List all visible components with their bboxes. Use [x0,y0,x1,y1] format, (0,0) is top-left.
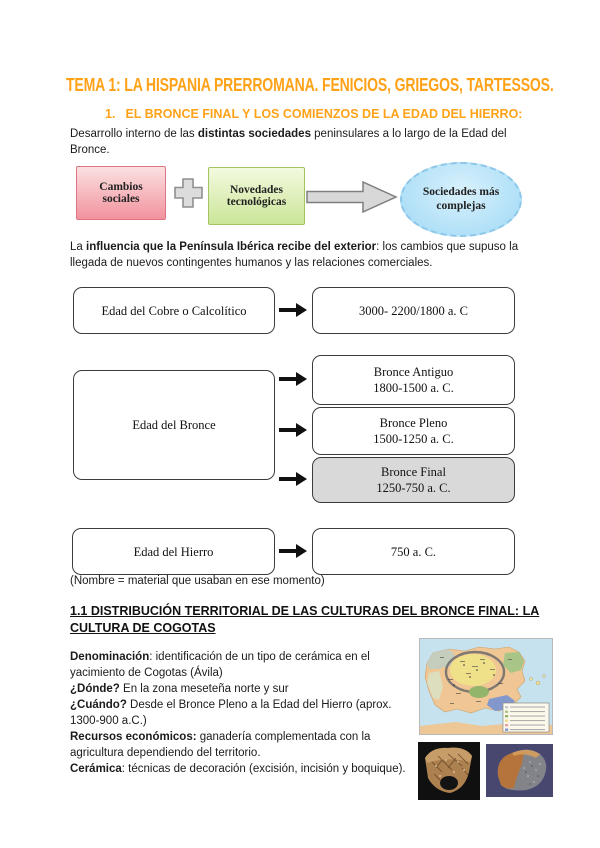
text-line: yacimiento de Cogotas (Ávila) [70,665,450,681]
ellipse-sociedades-complejas: Sociedades más complejas [400,162,522,237]
text-segment: : identificación de un tipo de cerámica … [149,651,370,663]
text-line: Cerámica: técnicas de decoración (excisi… [70,761,450,777]
timeline-box-edad-bronce: Edad del Bronce [73,370,275,480]
text-line: Bronce. [70,143,110,156]
section-heading-text: EL BRONCE FINAL Y LOS COMIENZOS DE LA ED… [125,107,523,121]
ellipse-label: Sociedades más complejas [422,186,500,212]
text-segment: : técnicas de decoración (excisión, inci… [121,763,406,775]
section-1-1-heading: 1.1 DISTRIBUCIÓN TERRITORIAL DE LAS CULT… [70,603,550,637]
box-label: Novedades tecnológicas [226,184,287,208]
phase-dates: 1800-1500 a. C. [373,381,454,395]
bold-label: Recursos económicos: [70,731,197,743]
text-segment: ganadería complementada con la [196,731,371,743]
phase-name: Bronce Final [381,465,446,479]
flow-arrow-icon [279,470,309,488]
text-line: La influencia que la Península Ibérica r… [70,240,518,256]
text-line: Recursos económicos: ganadería complemen… [70,729,450,745]
timeline-box-hierro-dates: 750 a. C. [312,528,515,575]
intro-paragraph: Desarrollo interno de las distintas soci… [70,127,507,158]
text-line: Desarrollo interno de las distintas soci… [70,127,507,143]
timeline-box-bronce-antiguo: Bronce Antiguo 1800-1500 a. C. [312,355,515,405]
flow-arrow-icon [279,370,309,388]
text-segment: agricultura dependiendo del territorio. [70,747,261,759]
text-line: Denominación: identificación de un tipo … [70,649,450,665]
timeline-box-bronce-final: Bronce Final 1250-750 a. C. [312,457,515,503]
phase-dates: 1500-1250 a. C. [373,432,454,446]
flow-arrow-icon [279,421,309,439]
section-number: 1. [105,107,116,121]
text-line: ¿Cuándo? Desde el Bronce Pleno a la Edad… [70,697,450,713]
text-segment: : los cambios que supuso la [376,241,519,253]
timeline-box-edad-hierro: Edad del Hierro [72,528,275,575]
block-arrow-right-icon [306,180,398,214]
bold-text-segment: influencia que la Península Ibérica reci… [86,241,377,253]
timeline-box-cobre-dates: 3000- 2200/1800 a. C [312,287,515,334]
phase-name: Bronce Pleno [379,416,448,430]
bold-label: Cerámica [70,763,122,775]
text-line: 1300-900 a.C.) [70,713,450,729]
bold-label: ¿Dónde? [70,683,120,695]
bold-text-segment: distintas sociedades [197,128,311,140]
bold-label: Denominación [70,651,150,663]
cogotas-description: Denominación: identificación de un tipo … [70,649,450,777]
heading-line: 1.1 DISTRIBUCIÓN TERRITORIAL DE LAS CULT… [70,604,540,618]
heading-line: CULTURA DE COGOTAS [70,621,216,635]
flow-arrow-icon [279,542,309,560]
box-novedades-tecnologicas: Novedades tecnológicas [208,167,305,225]
text-line: llegada de nuevos contingentes humanos y… [70,256,433,269]
text-segment: En la zona meseteña norte y sur [119,683,289,695]
text-line: agricultura dependiendo del territorio. [70,745,450,761]
timeline-note: (Nombre = material que usaban en ese mom… [70,575,325,587]
map-of-iberian-peninsula [419,638,553,735]
phase-dates: 1250-750 a. C. [376,481,451,495]
text-segment: La [70,241,86,253]
section-1-heading: 1. EL BRONCE FINAL Y LOS COMIENZOS DE LA … [105,107,522,121]
timeline-box-bronce-pleno: Bronce Pleno 1500-1250 a. C. [312,407,515,455]
flow-arrow-icon [279,301,309,319]
text-segment: peninsulares a lo largo de la Edad del [310,128,507,140]
timeline-box-edad-cobre: Edad del Cobre o Calcolítico [73,287,275,334]
pottery-sherd-photo-1 [418,742,480,800]
box-label: Cambios sociales [99,181,143,205]
text-segment: Desarrollo interno de las [70,128,198,140]
bold-label: ¿Cuándo? [70,699,127,711]
page-title: TEMA 1: LA HISPANIA PRERROMANA. FENICIOS… [66,75,554,95]
exterior-influence-paragraph: La influencia que la Península Ibérica r… [70,240,518,271]
text-segment: Desde el Bronce Pleno a la Edad del Hier… [126,699,392,711]
text-line: ¿Dónde? En la zona meseteña norte y sur [70,681,450,697]
plus-icon [174,178,203,208]
text-segment: yacimiento de Cogotas (Ávila) [70,667,223,679]
box-cambios-sociales: Cambios sociales [76,166,166,220]
pottery-sherd-photo-2 [486,744,553,797]
phase-name: Bronce Antiguo [373,365,454,379]
text-segment: 1300-900 a.C.) [70,715,147,727]
